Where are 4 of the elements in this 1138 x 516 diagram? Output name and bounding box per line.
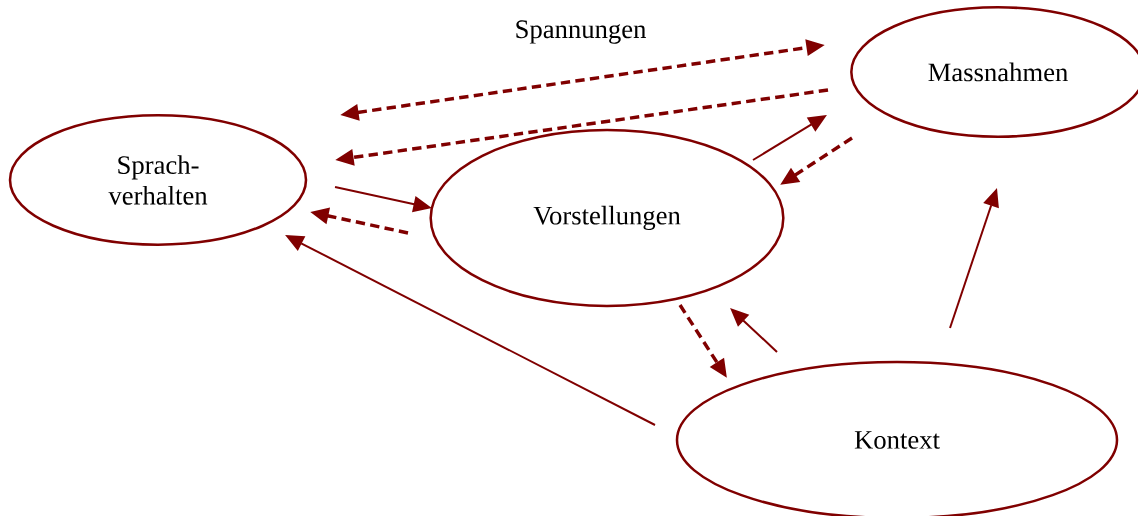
ellipse-node: Vorstellungen [429, 128, 785, 308]
edge-label: Spannungen [511, 17, 650, 47]
ellipse-node: Sprach- verhalten [8, 114, 308, 246]
arrow [730, 308, 778, 353]
